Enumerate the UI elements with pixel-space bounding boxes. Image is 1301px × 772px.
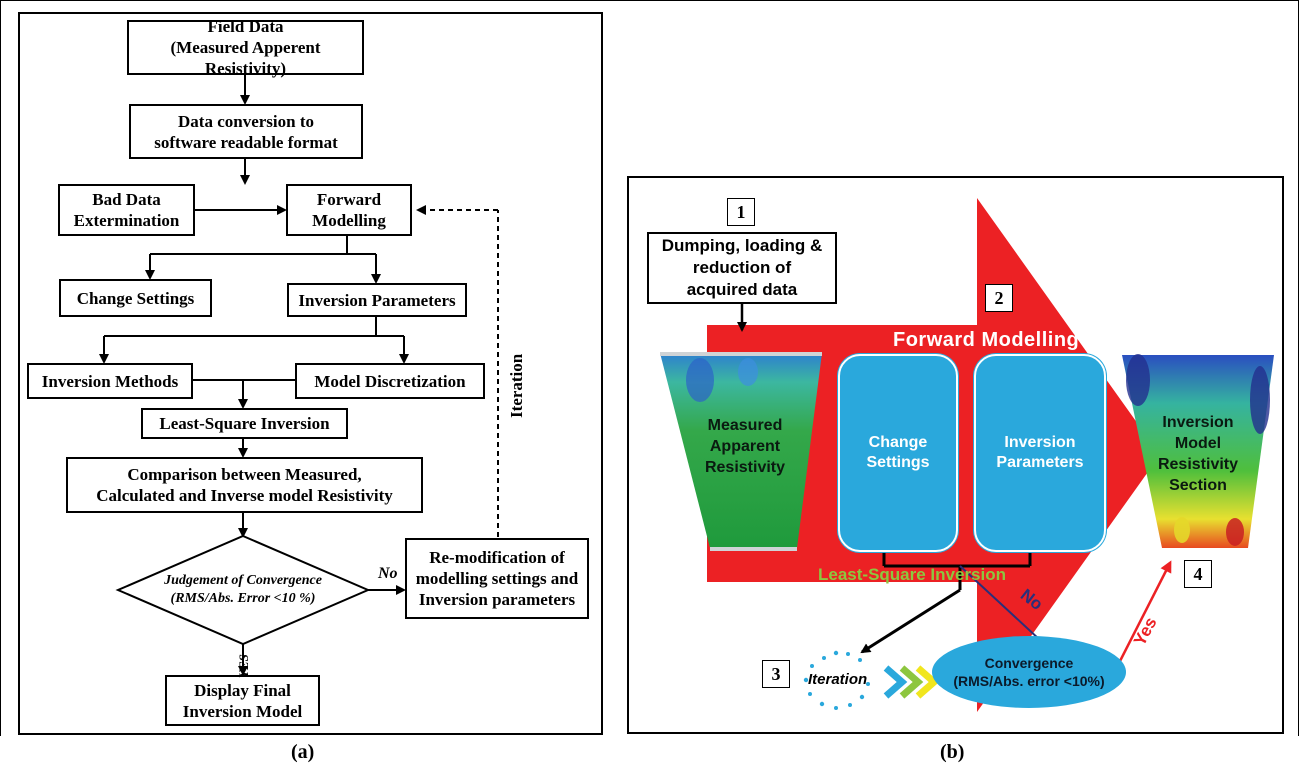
least-square-box: Least-Square Inversion [141,408,348,439]
comparison-box: Comparison between Measured, Calculated … [66,457,423,513]
iteration-label-b: Iteration [808,671,868,688]
inversion-parameters-label: Inversion Parameters [298,290,456,310]
step-2-box: 2 [985,284,1013,312]
comparison-label-2: Calculated and Inverse model Resistivity [96,486,393,505]
forward-modelling-label-1: Forward [316,190,382,209]
caption-a: (a) [291,741,315,763]
judgement-label-1: Judgement of Convergence [164,573,322,588]
measured-section-label: Measured Apparent Resistivity [680,415,810,478]
display-final-box: Display Final Inversion Model [165,675,320,726]
inversion-section-label: Inversion Model Resistivity Section [1138,412,1258,496]
convergence-decision-diamond [115,534,371,646]
field-data-box: Field Data (Measured Apperent Resistivit… [127,17,364,78]
measured-label-3: Resistivity [704,459,786,476]
comparison-label-1: Comparison between Measured, [127,465,362,484]
no-connector-line [959,565,1041,641]
change-settings-card: Change Settings [838,354,958,552]
judgement-label-2: (RMS/Abs. Error <10 %) [170,591,316,606]
bad-data-label-2: Extermination [73,211,180,230]
step-3-box: 3 [762,660,790,688]
field-data-sublabel: (Measured Apperent Resistivity) [170,38,321,78]
display-final-label-2: Inversion Model [182,701,303,721]
panel-a-flowchart [18,12,603,735]
dumping-box: Dumping, loading & reduction of acquired… [647,232,837,304]
measured-label-2: Apparent [709,438,781,455]
yes-connector-arrow [1116,560,1172,666]
convergence-label: Convergence (RMS/Abs. error <10%) [936,654,1122,690]
inversion-model-label-2: Model [1174,435,1222,452]
inversion-parameters-card-label-1: Inversion [1004,434,1076,451]
remodification-label-2: modelling settings and [415,569,579,588]
inversion-model-label-3: Resistivity [1157,456,1239,473]
step-1-box: 1 [727,198,755,226]
data-conversion-box: Data conversion to software readable for… [129,104,363,159]
judgement-text: Judgement of Convergence (RMS/Abs. Error… [136,572,350,608]
forward-modelling-title: Forward Modelling [893,329,1080,351]
progress-chevrons-icon [883,665,940,699]
remodification-label-1: Re-modification of [429,548,565,567]
inversion-methods-box: Inversion Methods [27,363,193,399]
inversion-parameters-card-label-2: Parameters [996,454,1084,471]
step-4-box: 4 [1184,560,1212,588]
forward-modelling-label-2: Modelling [312,211,386,230]
display-final-label-1: Display Final [194,680,291,700]
model-discretization-label: Model Discretization [314,371,466,391]
convergence-label-2: (RMS/Abs. error <10%) [953,673,1105,689]
change-settings-card-label-2: Settings [866,454,930,471]
model-discretization-box: Model Discretization [295,363,485,399]
change-settings-box: Change Settings [59,279,212,317]
forward-modelling-box: Forward Modelling [286,184,412,236]
bad-data-box: Bad Data Extermination [58,184,195,236]
inversion-parameters-box: Inversion Parameters [287,283,467,317]
measured-label-1: Measured [707,417,783,434]
panel-b-workflow [627,176,1284,734]
caption-b: (b) [940,741,965,763]
convergence-ellipse [932,636,1126,708]
inversion-model-label-1: Inversion [1162,414,1234,431]
least-square-label: Least-Square Inversion [159,414,330,433]
change-settings-card-label-1: Change [868,434,928,451]
inversion-model-label-4: Section [1169,477,1227,494]
inversion-parameters-card: Inversion Parameters [974,354,1106,552]
data-conversion-label-2: software readable format [154,132,338,152]
change-settings-label: Change Settings [76,288,195,308]
inversion-section-shape [1122,355,1274,548]
least-square-label-b: Least-Square Inversion [818,565,1007,584]
bad-data-label-1: Bad Data [92,190,161,209]
data-conversion-label-1: Data conversion to [178,111,314,131]
dumping-label-1: Dumping, loading & [661,236,823,255]
convergence-label-1: Convergence [984,655,1074,671]
dumping-label-2: reduction of [692,258,792,277]
inversion-methods-label: Inversion Methods [41,371,179,391]
dumping-label-3: acquired data [686,280,798,299]
field-data-label: Field Data [207,17,284,36]
iteration-dots-icon [803,650,870,710]
remodification-box: Re-modification of modelling settings an… [405,538,589,619]
no-label-a: No [378,565,398,582]
figure-frame [0,0,1299,736]
remodification-label-3: Inversion parameters [418,590,576,609]
